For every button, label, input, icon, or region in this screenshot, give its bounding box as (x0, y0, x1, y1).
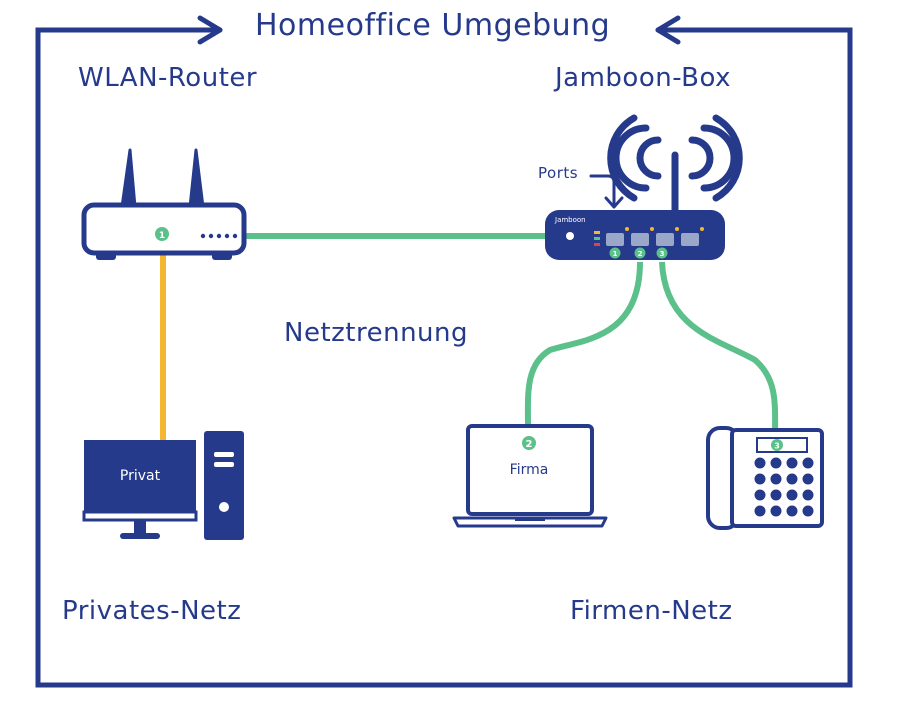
firmen-netz-label: Firmen-Netz (570, 596, 733, 626)
box-port-1 (606, 233, 624, 246)
wlan-router-label: WLAN-Router (78, 63, 258, 93)
box-port-4 (681, 233, 699, 246)
diagram-title: Homeoffice Umgebung (255, 8, 611, 43)
privates-netz-label: Privates-Netz (62, 596, 242, 626)
arrow-left-icon (655, 15, 681, 45)
box-port-badge-2 (634, 247, 646, 259)
router-port-number: 1 (159, 231, 165, 241)
box-port-2 (631, 233, 649, 246)
laptop-port-number: 2 (526, 439, 533, 450)
box-port-number-1: 1 (613, 250, 618, 258)
company-laptop-icon: 2 Firma (452, 424, 608, 528)
phone-port-badge (771, 439, 783, 451)
box-to-phone-cable (659, 261, 779, 441)
jamboon-box-label: Jamboon-Box (555, 63, 732, 93)
company-phone-icon: 3 (706, 426, 824, 530)
private-computer-icon: Privat (82, 431, 244, 540)
box-to-laptop-cable (524, 261, 643, 429)
box-brand-text: Jamboon (554, 216, 586, 224)
wlan-router-icon: 1 (81, 148, 247, 260)
ports-pointer-arrow-icon (589, 174, 624, 209)
netztrennung-label: Netztrennung (284, 318, 469, 348)
phone-port-number: 3 (774, 442, 780, 451)
wifi-signal-icon (607, 114, 743, 202)
laptop-port-badge (522, 436, 536, 450)
box-port-3 (656, 233, 674, 246)
homeoffice-frame (35, 27, 853, 688)
box-port-badge-1 (609, 247, 621, 259)
firma-screen-text: Firma (510, 462, 549, 478)
jamboon-box-icon: Jamboon 1 2 3 (545, 114, 743, 260)
box-port-number-3: 3 (660, 250, 665, 258)
router-port-badge (155, 227, 169, 241)
box-port-badge-3 (656, 247, 668, 259)
arrow-right-icon (197, 15, 223, 45)
box-port-number-2: 2 (638, 250, 643, 258)
privat-screen-text: Privat (120, 468, 161, 484)
ports-label: Ports (538, 164, 579, 182)
